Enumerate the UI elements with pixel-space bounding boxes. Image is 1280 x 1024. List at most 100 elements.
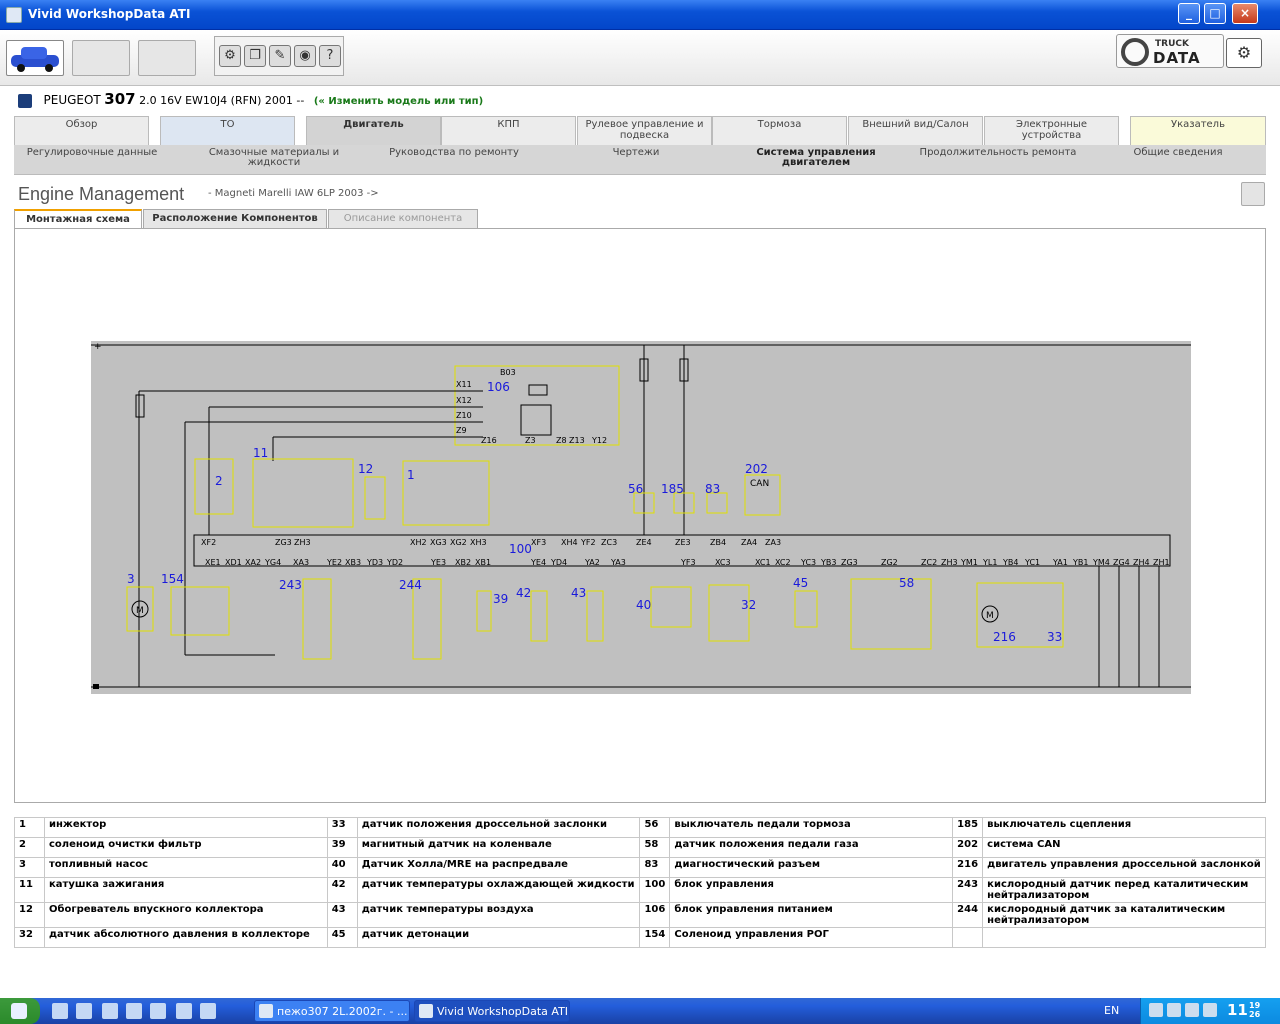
vehicle-model: 307 (104, 90, 136, 108)
svg-text:ZE3: ZE3 (675, 538, 691, 547)
taskbar-item-browser[interactable]: пежо307 2L.2002г. - ... (254, 1000, 410, 1022)
vehicle-spec: 2.0 16V EW10J4 (RFN) 2001 -- (139, 94, 305, 107)
subtab-general[interactable]: Общие сведения (1133, 147, 1223, 158)
svg-text:YB3: YB3 (820, 558, 836, 567)
svg-text:Z9: Z9 (456, 426, 467, 435)
tab-overview[interactable]: Обзор (14, 116, 149, 145)
tab-steering[interactable]: Рулевое управление и подвеска (577, 116, 712, 145)
help-icon[interactable]: ? (319, 45, 341, 67)
svg-text:185: 185 (661, 482, 684, 496)
tab-electronics[interactable]: Электронные устройства (984, 116, 1119, 145)
subtab-drawings[interactable]: Чертежи (612, 147, 660, 158)
car-icon (11, 47, 59, 72)
tools-icon[interactable]: ⚙ (219, 45, 241, 67)
truckdata-logo: TRUCK DATA (1116, 34, 1224, 68)
truck-mode-button[interactable] (72, 40, 130, 76)
tab-engine[interactable]: Двигатель (306, 116, 441, 145)
volume-icon[interactable] (1185, 1003, 1199, 1017)
subtab-fluids[interactable]: Смазочные материалы и жидкости (208, 147, 340, 168)
wiring-diagram[interactable]: + 100 106 B03 X11 X12 Z10 Z9 Z16 Z3 Z8 Z… (91, 341, 1191, 694)
svg-text:216: 216 (993, 630, 1016, 644)
tab-component-description[interactable]: Описание компонента (328, 209, 478, 228)
quicklaunch-moon-icon[interactable] (150, 1003, 166, 1019)
svg-text:XB2: XB2 (455, 558, 471, 567)
bus-mode-button[interactable] (138, 40, 196, 76)
svg-text:ZG4: ZG4 (1113, 558, 1130, 567)
page-title: Engine Management (18, 184, 185, 204)
svg-text:ZA4: ZA4 (741, 538, 757, 547)
svg-text:YC1: YC1 (1024, 558, 1040, 567)
svg-text:YE2: YE2 (326, 558, 342, 567)
quicklaunch-shield-icon[interactable] (126, 1003, 142, 1019)
subtab-repair-time[interactable]: Продолжительность ремонта (919, 147, 1077, 158)
svg-text:Z10: Z10 (456, 411, 472, 420)
svg-text:XE1: XE1 (205, 558, 221, 567)
change-model-link[interactable]: (« Изменить модель или тип) (313, 96, 484, 107)
tab-brakes[interactable]: Тормоза (712, 116, 847, 145)
svg-text:202: 202 (745, 462, 768, 476)
tab-to[interactable]: TO (160, 116, 295, 145)
subtab-engine-management[interactable]: Система управления двигателем (756, 147, 876, 168)
svg-text:YL1: YL1 (982, 558, 997, 567)
app-icon (419, 1004, 433, 1018)
vehicle-info: PEUGEOT 307 2.0 16V EW10J4 (RFN) 2001 --… (18, 90, 483, 108)
print-icon[interactable] (1241, 182, 1265, 206)
system-tray (1140, 998, 1280, 1024)
car-mode-button[interactable] (6, 40, 64, 76)
tab-body[interactable]: Внешний вид/Салон (848, 116, 983, 145)
windows-taskbar: пежо307 2L.2002г. - ... Vivid WorkshopDa… (0, 998, 1280, 1024)
svg-text:XH2: XH2 (410, 538, 427, 547)
tray-app-icon[interactable] (1203, 1003, 1217, 1017)
svg-text:ZH4: ZH4 (1133, 558, 1150, 567)
svg-text:58: 58 (899, 576, 914, 590)
svg-text:YC3: YC3 (800, 558, 816, 567)
svg-text:ZC2: ZC2 (921, 558, 937, 567)
tab-index[interactable]: Указатель (1130, 116, 1266, 145)
quicklaunch-save-icon[interactable] (52, 1003, 68, 1019)
svg-text:ZH3: ZH3 (941, 558, 958, 567)
minimize-button[interactable]: _ (1178, 3, 1200, 24)
ie-icon (259, 1004, 273, 1018)
svg-text:ZG2: ZG2 (881, 558, 898, 567)
svg-text:ZH1: ZH1 (1153, 558, 1170, 567)
tab-wiring-diagram[interactable]: Монтажная схема (14, 209, 142, 228)
svg-text:154: 154 (161, 572, 184, 586)
start-button[interactable] (0, 998, 40, 1024)
svg-text:YE3: YE3 (430, 558, 446, 567)
subtab-manuals[interactable]: Руководства по ремонту (389, 147, 519, 158)
copy-icon[interactable]: ❐ (244, 45, 266, 67)
quicklaunch-app-icon[interactable] (200, 1003, 216, 1019)
quicklaunch-monitor-icon[interactable] (76, 1003, 92, 1019)
network-icon[interactable] (1149, 1003, 1163, 1017)
subtab-adjust[interactable]: Регулировочные данные (26, 147, 158, 158)
sub-tabs: Регулировочные данные Смазочные материал… (14, 145, 1266, 175)
svg-text:43: 43 (571, 586, 586, 600)
quicklaunch-tool-icon[interactable] (102, 1003, 118, 1019)
taskbar-item-app[interactable]: Vivid WorkshopData ATI (414, 1000, 570, 1022)
globe-icon[interactable]: ◉ (294, 45, 316, 67)
edit-icon[interactable]: ✎ (269, 45, 291, 67)
can-label: CAN (750, 479, 769, 489)
maximize-button[interactable]: □ (1204, 3, 1226, 24)
tab-component-location[interactable]: Расположение Компонентов (143, 209, 327, 228)
svg-text:42: 42 (516, 586, 531, 600)
language-indicator[interactable]: EN (1104, 1004, 1120, 1017)
settings-icon[interactable]: ⚙ (1226, 38, 1262, 68)
svg-text:Z3: Z3 (525, 436, 536, 445)
svg-text:Z8: Z8 (556, 436, 567, 445)
quicklaunch-eject-icon[interactable] (176, 1003, 192, 1019)
window-titlebar: Vivid WorkshopData ATI _ □ × (0, 0, 1280, 30)
svg-text:M: M (986, 611, 994, 621)
svg-text:XG3: XG3 (430, 538, 447, 547)
svg-text:XC3: XC3 (715, 558, 731, 567)
svg-text:39: 39 (493, 592, 508, 606)
close-button[interactable]: × (1232, 3, 1258, 24)
tab-gearbox[interactable]: КПП (441, 116, 576, 145)
svg-text:YB1: YB1 (1072, 558, 1088, 567)
security-icon[interactable] (1167, 1003, 1181, 1017)
logo-ring-icon (1121, 38, 1149, 66)
svg-text:ZB4: ZB4 (710, 538, 726, 547)
vehicle-make: PEUGEOT (43, 93, 101, 107)
